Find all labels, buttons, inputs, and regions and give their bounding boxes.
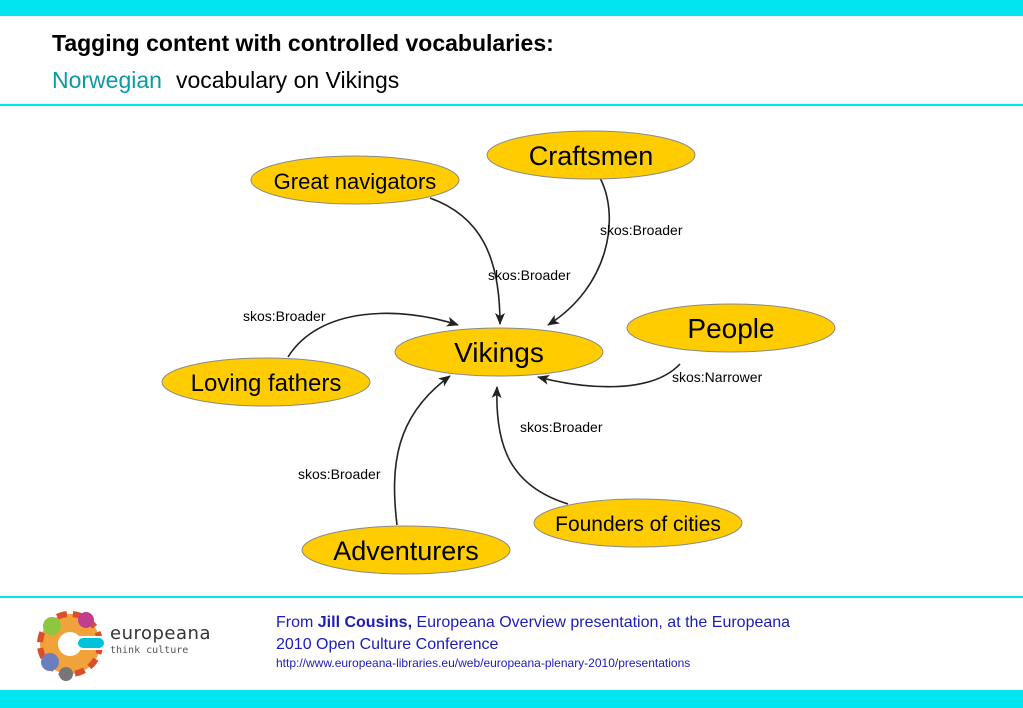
edge-label-loving-fathers: skos:Broader: [243, 308, 326, 324]
slide-title: Tagging content with controlled vocabula…: [52, 30, 554, 56]
node-craftsmen: Craftsmen: [486, 130, 696, 180]
edge-label-great-navigators: skos:Broader: [488, 267, 571, 283]
top-accent-bar: [0, 0, 1023, 16]
footer-divider: [0, 596, 1023, 598]
edge-great-navigators: [429, 197, 505, 325]
node-label-loving-fathers: Loving fathers: [191, 370, 342, 397]
edge-adventurers: [393, 375, 451, 526]
node-founders-of-cities: Founders of cities: [533, 498, 743, 548]
subtitle-accent: Norwegian: [52, 67, 162, 93]
europeana-logo: [37, 611, 108, 681]
node-great-navigators: Great navigators: [250, 155, 460, 205]
logo-wordmark: europeana: [110, 623, 211, 644]
subtitle-rest: vocabulary on Vikings: [175, 67, 400, 93]
node-label-craftsmen: Craftsmen: [529, 141, 654, 171]
bottom-accent-bar: [0, 690, 1023, 708]
node-people: People: [626, 303, 836, 353]
edge-founders-of-cities: [491, 386, 569, 505]
node-label-great-navigators: Great navigators: [274, 169, 437, 194]
edge-label-adventurers: skos:Broader: [298, 466, 381, 482]
edge-loving-fathers: [287, 312, 459, 358]
edge-label-founders-of-cities: skos:Broader: [520, 419, 603, 435]
node-vikings: Vikings: [394, 327, 604, 377]
node-label-vikings: Vikings: [454, 337, 544, 368]
credit-line1: Europeana Overview presentation, at the …: [416, 614, 791, 631]
credit-url: http://www.europeana-libraries.eu/web/eu…: [276, 656, 691, 670]
node-label-people: People: [687, 313, 774, 344]
node-label-founders-of-cities: Founders of cities: [555, 513, 721, 536]
edge-label-craftsmen: skos:Broader: [600, 222, 683, 238]
credit-prefix: From: [276, 614, 314, 631]
edge-label-people: skos:Narrower: [672, 369, 763, 385]
slide-subtitle: Norwegian vocabulary on Vikings: [52, 67, 399, 94]
edge-craftsmen: [547, 177, 611, 326]
credit-author: Jill Cousins,: [317, 614, 413, 631]
logo-tagline: think culture: [110, 645, 189, 656]
credit-text: From Jill Cousins, Europeana Overview pr…: [276, 612, 916, 656]
node-adventurers: Adventurers: [301, 525, 511, 575]
vocabulary-diagram: skos:Broader skos:Broader skos:Broader s…: [161, 130, 836, 575]
header-divider: [0, 104, 1023, 106]
node-label-adventurers: Adventurers: [333, 536, 479, 566]
credit-line2: 2010 Open Culture Conference: [276, 636, 499, 653]
node-loving-fathers: Loving fathers: [161, 357, 371, 407]
edge-people: [537, 363, 681, 388]
